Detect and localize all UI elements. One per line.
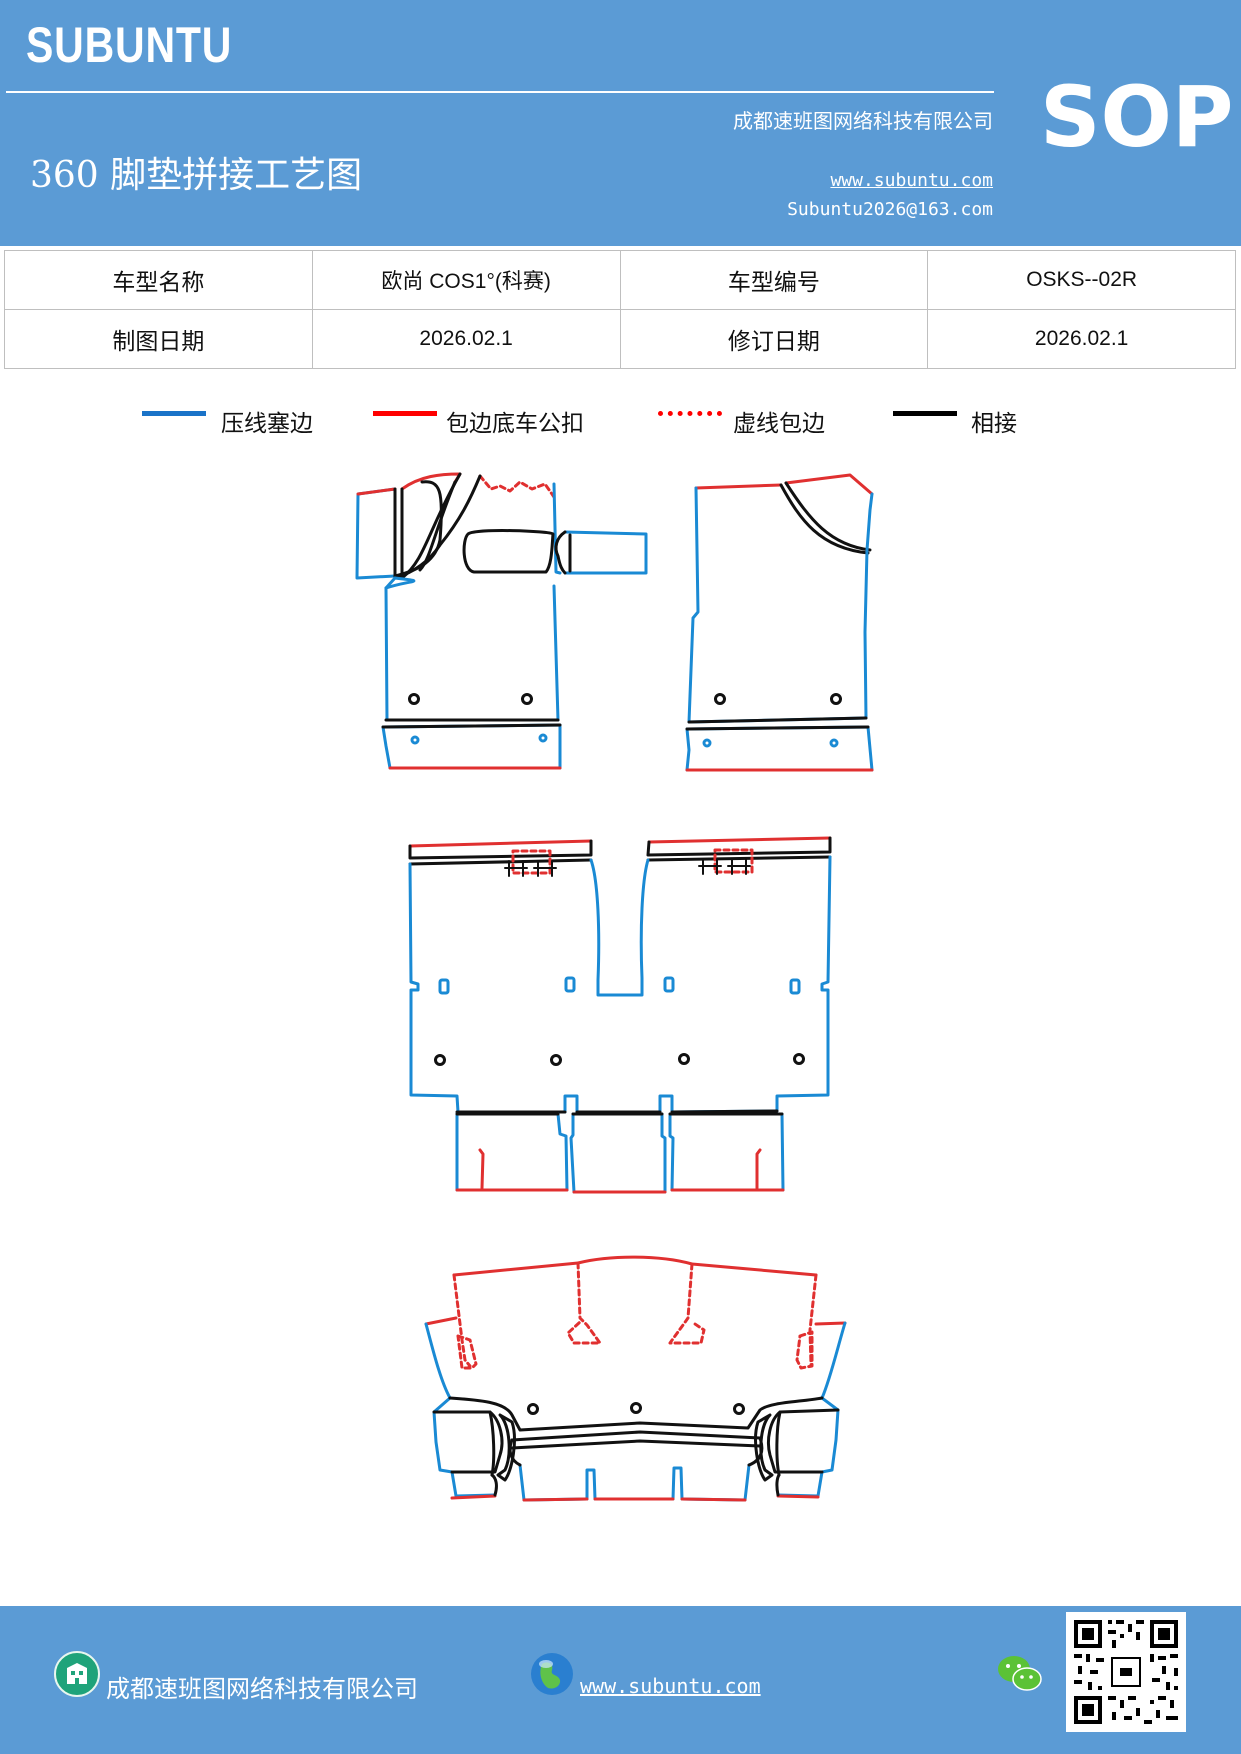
table-row: 车型名称 欧尚 COS1°(科赛) 车型编号 OSKS--02R	[4, 250, 1236, 310]
legend-label-press-line: 压线塞边	[221, 411, 313, 437]
qr-code	[1066, 1612, 1186, 1732]
middle-row-mat	[408, 836, 832, 1194]
model-name-value: 欧尚 COS1°(科赛)	[311, 250, 621, 310]
model-code-value: OSKS--02R	[927, 250, 1236, 310]
legend-label-wrap-edge: 包边底车公扣	[446, 411, 584, 437]
legend-swatch-red	[373, 411, 437, 416]
footer-company-name: 成都速班图网络科技有限公司	[106, 1675, 418, 1703]
floor-mat-diagram	[355, 472, 874, 1502]
front-left-mat	[355, 472, 648, 770]
header-divider	[6, 91, 994, 93]
globe-icon	[531, 1653, 573, 1695]
model-name-label: 车型名称	[4, 250, 313, 310]
model-code-label: 车型编号	[619, 250, 929, 310]
revise-date-value: 2026.02.1	[927, 309, 1236, 369]
document-title: 360 脚垫拼接工艺图	[30, 155, 363, 196]
draw-date-value: 2026.02.1	[311, 309, 621, 369]
draw-date-label: 制图日期	[4, 309, 313, 369]
footer-website-link[interactable]: www.subuntu.com	[580, 1674, 761, 1698]
header-banner	[0, 0, 1241, 246]
legend-label-join: 相接	[971, 411, 1017, 437]
legend-swatch-black	[893, 411, 957, 416]
legend-swatch-red-dotted	[658, 411, 722, 416]
building-icon	[54, 1651, 100, 1697]
legend-label-dotted-edge: 虚线包边	[733, 411, 825, 437]
header-company-name: 成都速班图网络科技有限公司	[733, 109, 993, 133]
rear-trunk-mat	[424, 1255, 847, 1502]
vehicle-info-table: 车型名称 欧尚 COS1°(科赛) 车型编号 OSKS--02R 制图日期 20…	[4, 250, 1236, 369]
table-row: 制图日期 2026.02.1 修订日期 2026.02.1	[4, 309, 1236, 369]
revise-date-label: 修订日期	[619, 309, 929, 369]
front-right-mat	[685, 473, 874, 772]
header-website-link[interactable]: www.subuntu.com	[830, 170, 993, 191]
legend-swatch-blue	[142, 411, 206, 416]
brand-logo: SUBUNTU	[26, 17, 233, 73]
wechat-icon	[998, 1656, 1042, 1691]
sop-badge: SOP	[1040, 68, 1234, 166]
header-email[interactable]: Subuntu2026@163.com	[787, 199, 993, 220]
